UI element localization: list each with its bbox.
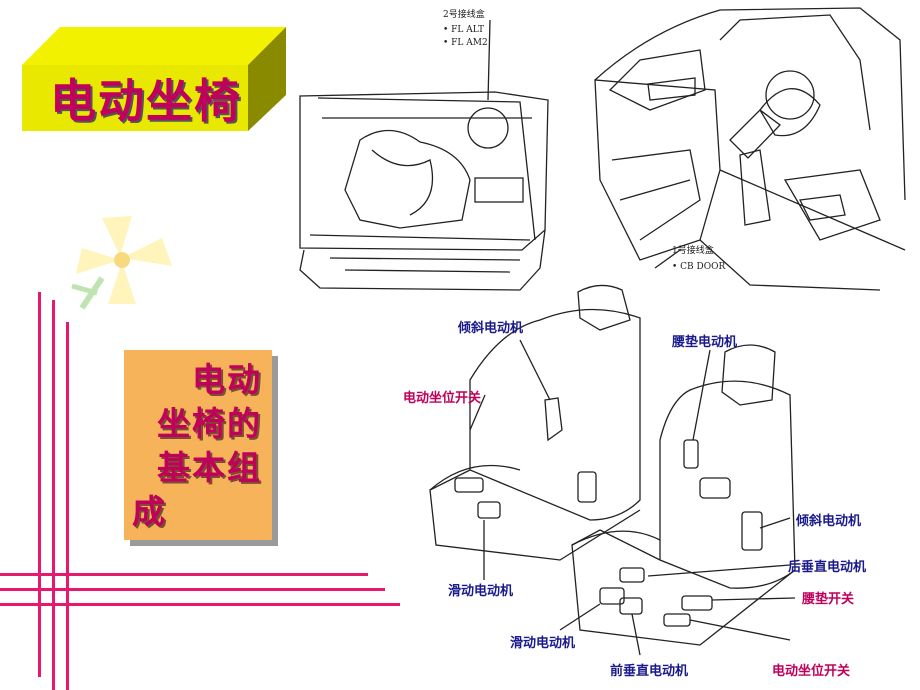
label-lumbar-switch: 腰垫开关 <box>802 592 855 607</box>
car-interior-illustration <box>594 7 906 291</box>
slide-title: 电动坐椅 <box>50 74 242 128</box>
label-recline-motor-front: 倾斜电动机 <box>458 321 524 336</box>
junction-box-2-item-2: • FL AM2 <box>443 38 488 48</box>
junction-box-2-title: 2号接线盒 <box>443 10 485 20</box>
label-lumbar-motor: 腰垫电动机 <box>672 335 738 350</box>
flower-decoration-icon <box>71 216 172 310</box>
title-block-shape <box>22 27 286 131</box>
decor-hline-1 <box>0 573 368 576</box>
junction-box-1-title: 1号接线盒 <box>672 246 714 256</box>
subtitle-line-4: 成 <box>132 492 167 531</box>
label-seat-switch-rear: 电动坐位开关 <box>772 664 851 679</box>
junction-box-1-item-1: • CB DOOR <box>672 262 726 272</box>
engine-bay-illustration <box>299 19 549 291</box>
rear-seat-illustration <box>559 344 796 656</box>
subtitle-line-2: 坐椅的 <box>157 404 262 443</box>
subtitle-line-1: 电动 <box>192 360 262 399</box>
title-block: 电动坐椅 <box>22 27 286 131</box>
decor-vline-3 <box>66 322 69 690</box>
subtitle-box: 电动 坐椅的 基本组 成 <box>124 350 272 540</box>
subtitle-text: 电动 坐椅的 基本组 成 <box>132 358 262 534</box>
subtitle-line-3: 基本组 <box>157 448 262 487</box>
label-recline-motor-rear: 倾斜电动机 <box>796 514 862 529</box>
junction-box-2-item-1: • FL ALT <box>443 25 484 35</box>
label-seat-switch-front: 电动坐位开关 <box>403 391 482 406</box>
decor-hline-3 <box>0 603 400 606</box>
front-seat-illustration <box>429 284 641 580</box>
label-slide-motor-rear: 滑动电动机 <box>510 636 576 651</box>
label-slide-motor-front: 滑动电动机 <box>448 584 514 599</box>
decor-vline-2 <box>52 300 55 690</box>
label-rear-vertical-motor: 后垂直电动机 <box>788 560 867 575</box>
decor-hline-2 <box>0 588 385 591</box>
decor-vline-1 <box>38 292 41 677</box>
label-front-vertical-motor: 前垂直电动机 <box>610 664 689 679</box>
